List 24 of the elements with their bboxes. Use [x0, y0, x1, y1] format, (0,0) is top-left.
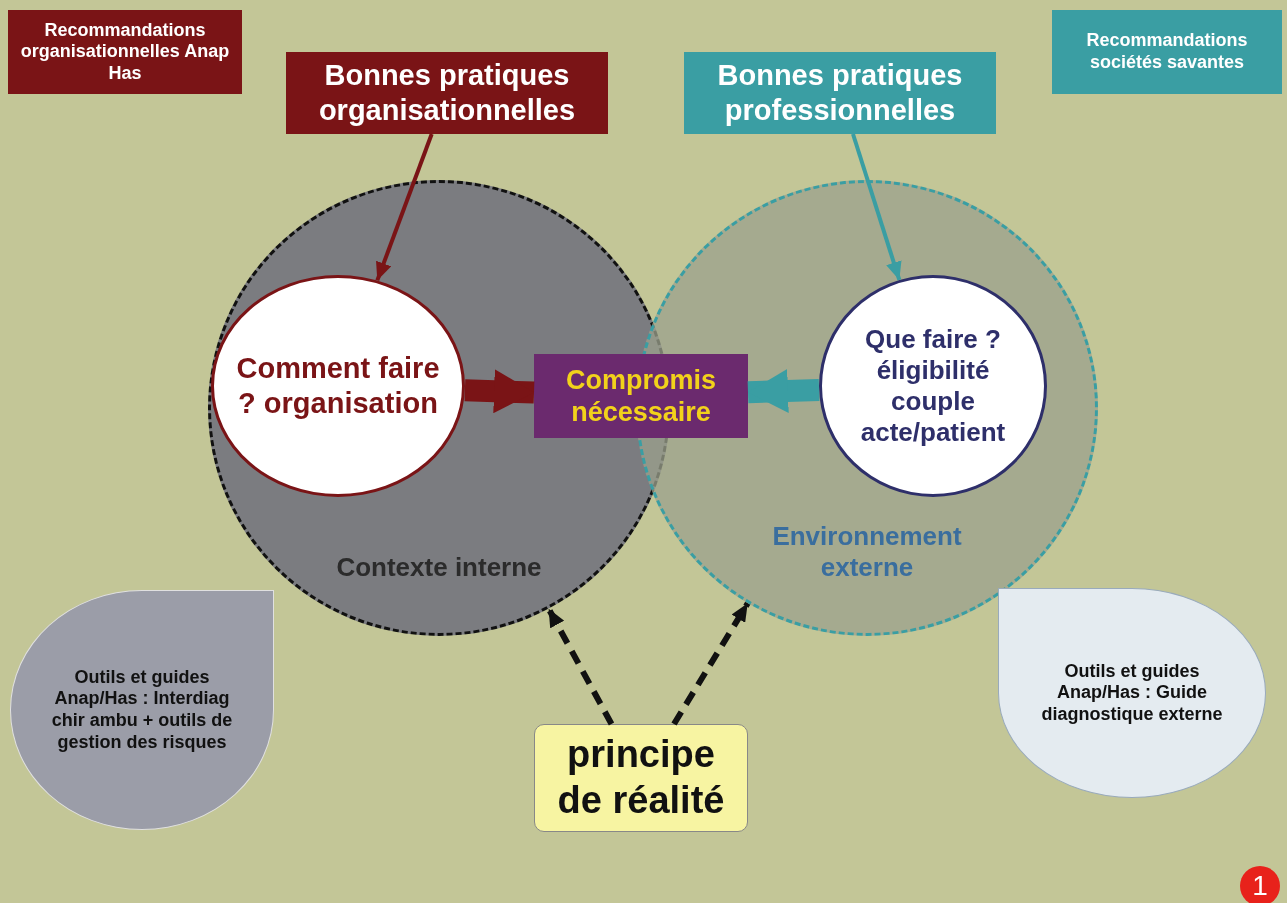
node-text: Outils et guides Anap/Has : Interdiag chir ambu + outils de gestion des risques	[50, 666, 234, 754]
arrow	[671, 601, 751, 726]
text-box	[1052, 10, 1282, 94]
node-text: Recommandations organisationnelles Anap Has	[20, 19, 230, 85]
node-text: Outils et guides Anap/Has : Guide diagnostique externe	[1040, 660, 1224, 726]
text-box	[534, 724, 748, 832]
arrow	[747, 368, 820, 413]
text-box	[684, 52, 996, 134]
arrow	[851, 133, 902, 281]
node-text: principe de réalité	[556, 732, 726, 823]
region-label: Environnement externe	[771, 520, 963, 583]
page-number-badge: 1	[1240, 866, 1280, 903]
node-text: Bonnes pratiques professionnelles	[716, 58, 964, 128]
node-text: Que faire ? éligibilité couple acte/patient	[859, 323, 1007, 449]
region-label: Contexte interne	[336, 551, 542, 583]
text-box	[8, 10, 242, 94]
text-box	[534, 354, 748, 438]
text-box	[286, 52, 608, 134]
node-text: Recommandations sociétés savantes	[1085, 30, 1249, 74]
node-text: Bonnes pratiques organisationnelles	[317, 58, 577, 128]
arrow	[545, 607, 615, 726]
node-text: Comment faire ? organisation	[235, 351, 441, 421]
node-text: Compromis nécessaire	[565, 363, 717, 429]
arrow	[464, 369, 535, 414]
